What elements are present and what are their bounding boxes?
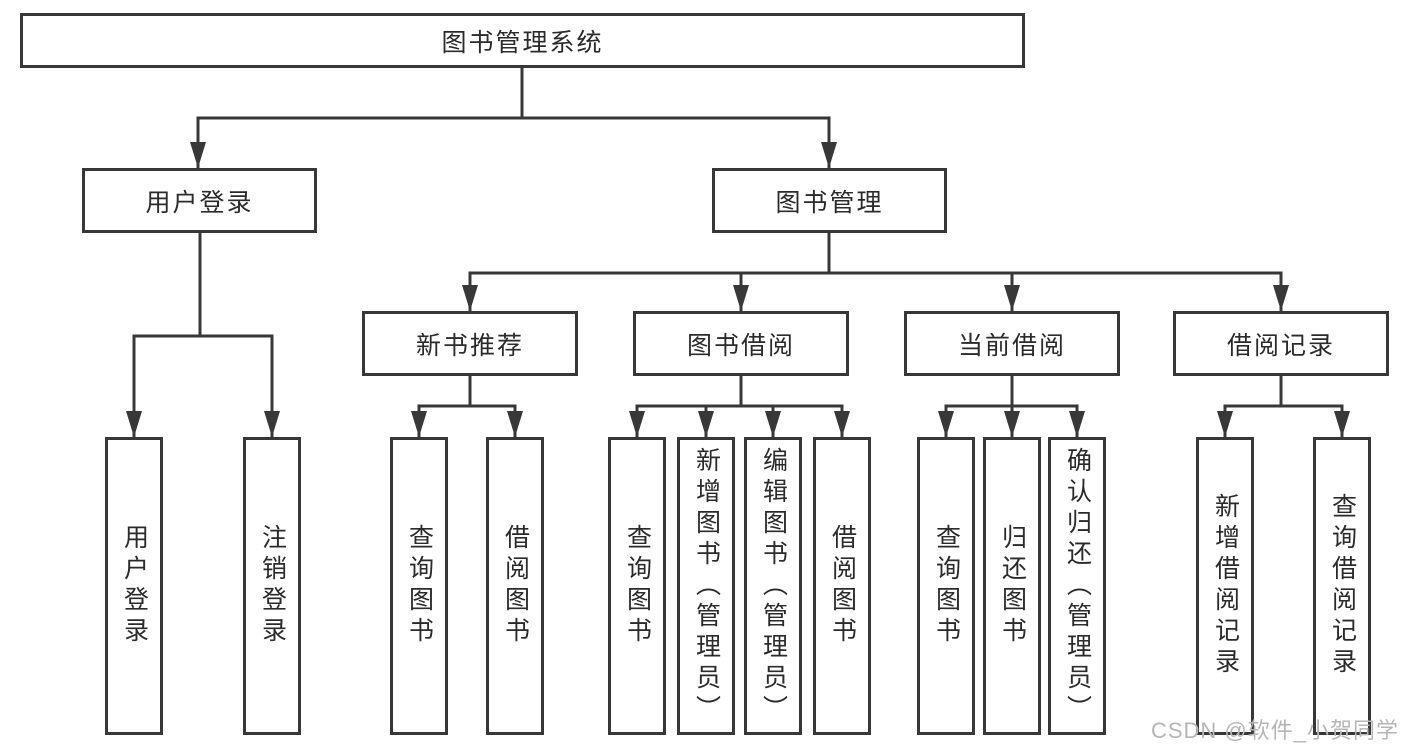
node-leaf-query-books-recommend: 查询图书 <box>390 437 448 735</box>
node-leaf-add-borrow-record-label: 新增借阅记录 <box>1211 493 1240 679</box>
node-book-borrowing: 图书借阅 <box>633 311 849 376</box>
node-new-book-recommend: 新书推荐 <box>362 311 578 376</box>
node-user-login: 用户登录 <box>82 168 317 233</box>
node-leaf-borrow-books-borrowing-label: 借阅图书 <box>828 524 857 648</box>
node-book-management: 图书管理 <box>712 168 947 233</box>
node-root: 图书管理系统 <box>20 13 1025 68</box>
node-book-management-label: 图书管理 <box>775 188 884 217</box>
node-leaf-add-books-admin-label: 新增图书（管理员） <box>692 446 721 726</box>
node-leaf-query-books-borrowing: 查询图书 <box>608 437 666 735</box>
node-new-book-recommend-label: 新书推荐 <box>415 331 524 360</box>
node-leaf-borrow-books-recommend: 借阅图书 <box>486 437 544 735</box>
node-leaf-confirm-return-admin-label: 确认归还（管理员） <box>1063 446 1092 726</box>
node-leaf-borrow-books-recommend-label: 借阅图书 <box>501 524 530 648</box>
node-leaf-user-login: 用户登录 <box>105 437 163 735</box>
node-user-login-label: 用户登录 <box>145 188 254 217</box>
node-leaf-add-borrow-record: 新增借阅记录 <box>1196 437 1254 735</box>
node-leaf-return-books-label: 归还图书 <box>998 524 1027 648</box>
node-leaf-query-books-current-label: 查询图书 <box>932 524 961 648</box>
node-leaf-edit-books-admin-label: 编辑图书（管理员） <box>759 446 788 726</box>
node-root-label: 图书管理系统 <box>441 28 604 57</box>
watermark: CSDN @软件_小贺同学 <box>1150 718 1399 743</box>
node-borrowing-records-label: 借阅记录 <box>1226 331 1335 360</box>
node-leaf-query-books-current: 查询图书 <box>917 437 975 735</box>
node-current-borrowing: 当前借阅 <box>904 311 1120 376</box>
node-leaf-edit-books-admin: 编辑图书（管理员） <box>744 437 802 735</box>
node-borrowing-records: 借阅记录 <box>1173 311 1389 376</box>
node-leaf-confirm-return-admin: 确认归还（管理员） <box>1048 437 1106 735</box>
node-book-borrowing-label: 图书借阅 <box>686 331 795 360</box>
node-leaf-add-books-admin: 新增图书（管理员） <box>677 437 735 735</box>
node-leaf-borrow-books-borrowing: 借阅图书 <box>813 437 871 735</box>
node-leaf-user-login-label: 用户登录 <box>120 524 149 648</box>
node-leaf-return-books: 归还图书 <box>983 437 1041 735</box>
node-current-borrowing-label: 当前借阅 <box>957 331 1066 360</box>
node-leaf-query-books-recommend-label: 查询图书 <box>405 524 434 648</box>
node-leaf-logout-label: 注销登录 <box>258 524 287 648</box>
node-leaf-logout: 注销登录 <box>243 437 301 735</box>
node-leaf-query-borrow-record: 查询借阅记录 <box>1313 437 1371 735</box>
node-leaf-query-books-borrowing-label: 查询图书 <box>623 524 652 648</box>
node-leaf-query-borrow-record-label: 查询借阅记录 <box>1328 493 1357 679</box>
